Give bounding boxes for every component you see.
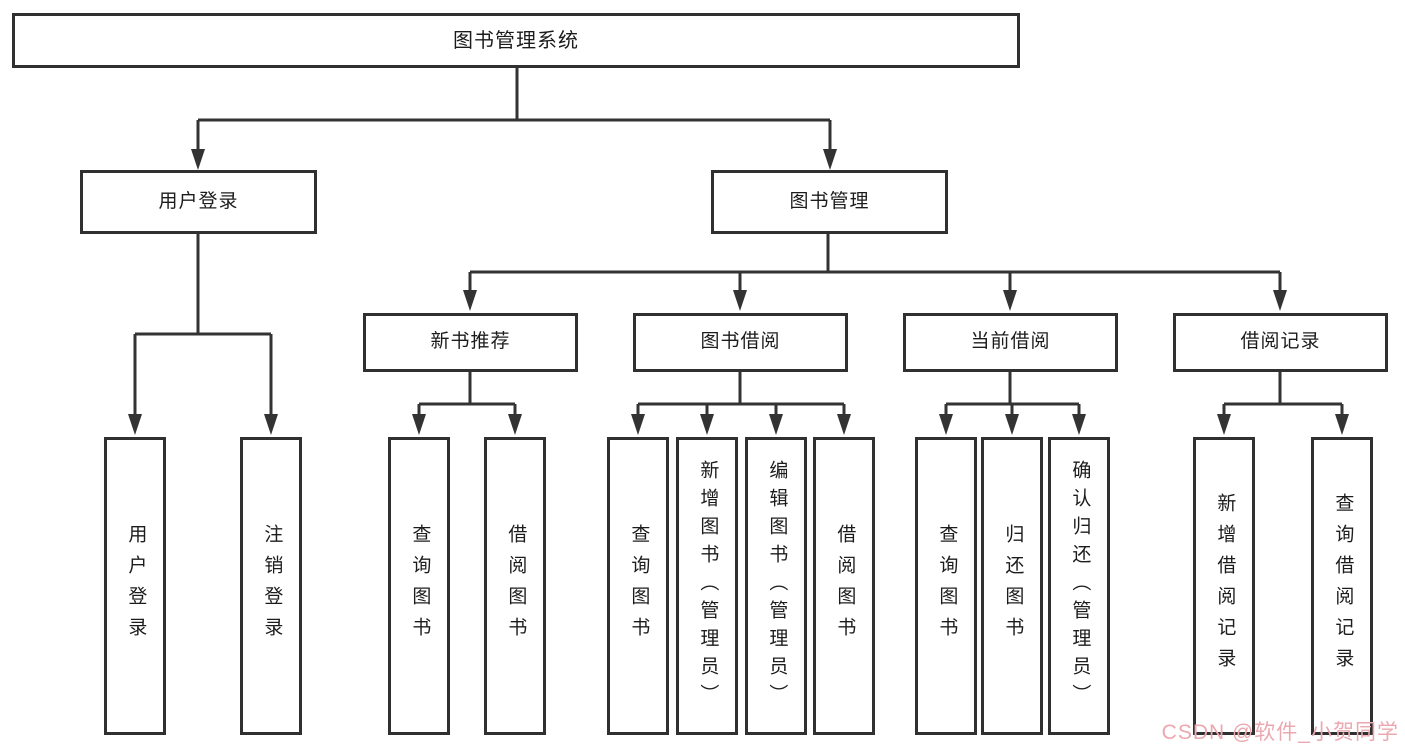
arrowhead-icon xyxy=(1005,414,1019,435)
leaf-label: 归还图书 xyxy=(1002,524,1024,648)
leaf-confirm-return-admin: 确认归还（管理员） xyxy=(1048,437,1110,735)
node-current-borrowing: 当前借阅 xyxy=(903,313,1118,372)
arrowhead-icon xyxy=(823,149,837,170)
arrowhead-icon xyxy=(733,290,747,311)
arrowhead-icon xyxy=(631,414,645,435)
leaf-label: 新增借阅记录 xyxy=(1214,493,1236,679)
connector-book-management xyxy=(468,234,1282,294)
leaf-query-borrow-record: 查询借阅记录 xyxy=(1311,437,1373,735)
leaf-return-books: 归还图书 xyxy=(981,437,1043,735)
arrowhead-icon xyxy=(700,414,714,435)
node-book-borrowing: 图书借阅 xyxy=(633,313,848,372)
leaf-label: 注销登录 xyxy=(261,524,283,648)
node-user-login: 用户登录 xyxy=(80,170,317,234)
leaf-edit-books-admin: 编辑图书（管理员） xyxy=(745,437,807,735)
arrowhead-icon xyxy=(769,414,783,435)
leaf-label: 查询图书 xyxy=(409,524,431,648)
arrowhead-icon xyxy=(264,414,278,435)
arrowhead-icon xyxy=(1273,290,1287,311)
leaf-query-books-2: 查询图书 xyxy=(607,437,669,735)
connector-book-borrow xyxy=(636,372,846,417)
leaf-label: 查询图书 xyxy=(936,524,958,648)
leaf-label: 查询图书 xyxy=(628,524,650,648)
arrowhead-icon xyxy=(1072,414,1086,435)
connector-borrow-records xyxy=(1222,372,1344,417)
arrowhead-icon xyxy=(837,414,851,435)
leaf-borrow-books-2: 借阅图书 xyxy=(813,437,875,735)
leaf-label: 借阅图书 xyxy=(505,524,527,648)
leaf-label: 用户登录 xyxy=(125,524,147,648)
connector-current-borrow xyxy=(944,372,1081,417)
leaf-user-login: 用户登录 xyxy=(104,437,166,735)
leaf-logout: 注销登录 xyxy=(240,437,302,735)
arrowhead-icon xyxy=(1335,414,1349,435)
node-new-book-recommendation: 新书推荐 xyxy=(363,313,578,372)
leaf-add-books-admin: 新增图书（管理员） xyxy=(676,437,738,735)
connector-new-book xyxy=(417,372,517,417)
node-borrowing-records: 借阅记录 xyxy=(1173,313,1388,372)
arrowhead-icon xyxy=(191,149,205,170)
arrowhead-icon xyxy=(508,414,522,435)
connector-root xyxy=(196,68,832,152)
arrowhead-icon xyxy=(939,414,953,435)
arrowhead-icon xyxy=(412,414,426,435)
leaf-query-books-3: 查询图书 xyxy=(915,437,977,735)
node-library-management-system: 图书管理系统 xyxy=(12,13,1020,68)
connector-user-login xyxy=(133,234,273,417)
leaf-label: 新增图书（管理员） xyxy=(697,460,719,712)
leaf-label: 查询借阅记录 xyxy=(1332,493,1354,679)
leaf-label: 借阅图书 xyxy=(834,524,856,648)
arrowhead-icon xyxy=(128,414,142,435)
leaf-label: 编辑图书（管理员） xyxy=(766,460,788,712)
arrowhead-icon xyxy=(1217,414,1231,435)
arrowhead-icon xyxy=(1003,290,1017,311)
leaf-borrow-books-1: 借阅图书 xyxy=(484,437,546,735)
arrowhead-icon xyxy=(463,290,477,311)
leaf-label: 确认归还（管理员） xyxy=(1069,460,1091,712)
watermark: CSDN @软件_小贺同学 xyxy=(1161,721,1399,744)
leaf-query-books-1: 查询图书 xyxy=(388,437,450,735)
node-book-management: 图书管理 xyxy=(711,170,948,234)
leaf-add-borrow-record: 新增借阅记录 xyxy=(1193,437,1255,735)
